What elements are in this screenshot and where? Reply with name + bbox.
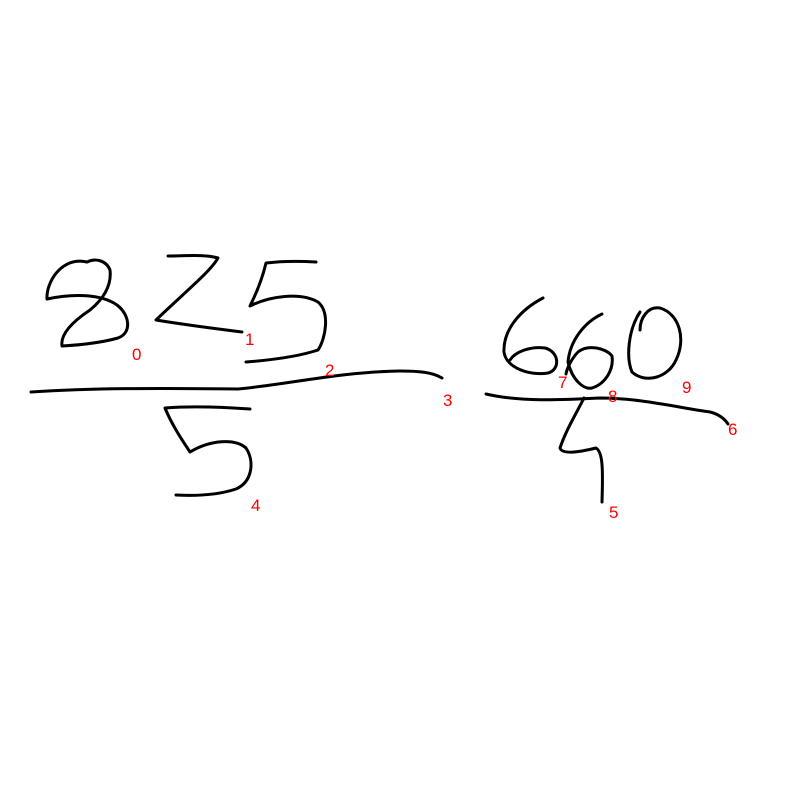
stroke-label-9: 9	[682, 378, 691, 397]
stroke-5-digit-four	[558, 396, 604, 504]
stroke-9-digit-zero	[627, 306, 683, 380]
stroke-4-digit-five	[163, 405, 253, 497]
stroke-label-4: 4	[251, 496, 260, 515]
stroke-label-2: 2	[325, 361, 334, 380]
stroke-label-0: 0	[132, 345, 141, 364]
stroke-label-6: 6	[728, 420, 737, 439]
stroke-label-1: 1	[245, 330, 254, 349]
stroke-0-digit-eight	[45, 258, 130, 348]
stroke-label-8: 8	[608, 387, 617, 406]
stroke-6-horizontal-line	[484, 392, 730, 426]
stroke-label-5: 5	[609, 503, 618, 522]
stroke-1-digit-two	[154, 254, 244, 334]
stroke-7-digit-six	[502, 296, 559, 376]
stroke-8-digit-six	[564, 312, 614, 390]
stroke-label-7: 7	[558, 373, 567, 392]
stroke-label-3: 3	[443, 391, 452, 410]
stroke-3-fraction-bar	[29, 369, 444, 394]
stroke-2-digit-five	[244, 259, 327, 364]
